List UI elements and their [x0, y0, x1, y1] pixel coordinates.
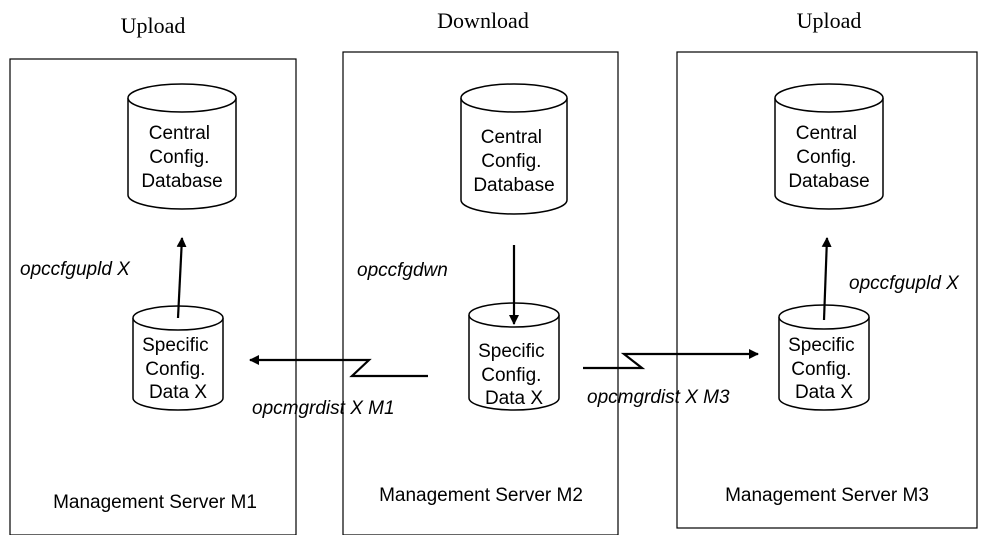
central-db-m3-line3: Database: [788, 171, 869, 192]
central-db-m3-line1: Central: [796, 123, 857, 144]
label-opccfgupld-m3: opccfgupld X: [849, 273, 960, 294]
specific-data-m1-line3: Data X: [149, 382, 207, 403]
svg-text:Central Config. Da: Central Config. Database: [141, 123, 222, 192]
server-box-m1: [9, 58, 297, 535]
central-db-m2-line3: Database: [473, 175, 554, 196]
label-opcmgrdist-m3: opcmgrdist X M3: [587, 387, 730, 408]
specific-data-m3-line3: Data X: [795, 382, 853, 403]
server-box-m3: [676, 51, 978, 529]
svg-text:Central Config. Da: Central Config. Database: [788, 123, 869, 192]
upload-arrow-m3: [821, 237, 832, 321]
central-db-m3: Central Config. Database: [774, 83, 884, 210]
svg-text:Specific Config. D: Specific Config. Data X: [142, 335, 214, 403]
specific-data-m1-line2: Config.: [145, 359, 205, 380]
upload-arrow-m1: [176, 237, 187, 319]
central-db-m2: Central Config. Database: [460, 83, 568, 215]
dist-arrow-m1: [249, 355, 428, 378]
central-db-m2-line1: Central: [481, 127, 542, 148]
dist-arrow-m3: [583, 349, 759, 370]
specific-data-m1-line1: Specific: [142, 335, 209, 356]
label-opccfgupld-m1: opccfgupld X: [20, 259, 131, 280]
central-db-m1-line2: Config.: [149, 147, 209, 168]
central-db-m1-line1: Central: [149, 123, 210, 144]
server-label-m3: Management Server M3: [725, 485, 929, 506]
specific-data-m2-line1: Specific: [478, 341, 545, 362]
svg-text:Specific Config. D: Specific Config. Data X: [478, 341, 550, 409]
central-db-m2-line2: Config.: [481, 151, 541, 172]
heading-m2: Download: [437, 8, 529, 33]
server-box-m2: [342, 51, 619, 535]
server-label-m2: Management Server M2: [379, 485, 583, 506]
specific-data-m2-line2: Config.: [481, 365, 541, 386]
svg-text:Central Config. Da: Central Config. Database: [473, 127, 554, 196]
heading-m1: Upload: [121, 13, 186, 38]
heading-m3: Upload: [797, 8, 862, 33]
specific-data-m2: Specific Config. Data X: [468, 302, 560, 411]
svg-text:Specific Config. D: Specific Config. Data X: [788, 335, 860, 403]
server-label-m1: Management Server M1: [53, 492, 257, 513]
specific-data-m3-line2: Config.: [791, 359, 851, 380]
specific-data-m3: Specific Config. Data X: [778, 304, 870, 411]
label-opcmgrdist-m1: opcmgrdist X M1: [252, 398, 395, 419]
specific-data-m3-line1: Specific: [788, 335, 855, 356]
specific-data-m2-line3: Data X: [485, 388, 543, 409]
central-db-m3-line2: Config.: [796, 147, 856, 168]
central-db-m1: Central Config. Database: [127, 83, 237, 210]
label-opccfgdwn-m2: opccfgdwn: [357, 260, 448, 281]
specific-data-m1: Specific Config. Data X: [132, 305, 224, 411]
central-db-m1-line3: Database: [141, 171, 222, 192]
